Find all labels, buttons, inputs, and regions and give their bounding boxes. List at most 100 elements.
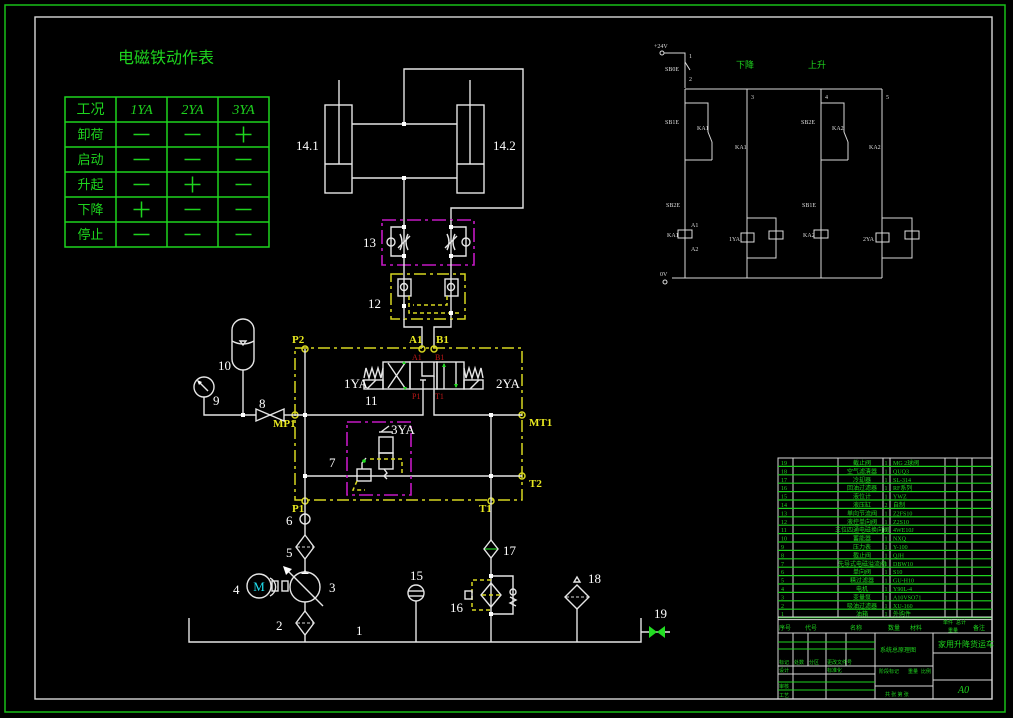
label-15: 15 — [410, 568, 423, 583]
ports: P2 A1 B1 MP1 MT1 T2 P1 T1 — [273, 334, 552, 515]
parts-spec: 4WE10J — [893, 528, 914, 534]
port-mp1: MP1 — [273, 418, 296, 430]
directional-valve-11: 1YA 2YA 11 A1 B1 P1 T1 — [344, 353, 520, 408]
relay-coil-ka1: KA1 — [667, 233, 679, 239]
valve-port-p1: P1 — [412, 392, 420, 401]
parts-spec: Z2FS10 — [893, 511, 912, 517]
level-gauge-15: 15 — [407, 568, 425, 642]
wire-number: 2 — [689, 77, 692, 83]
electrical-circuit: +24V SB0E 下降 上升 SB1E KA1 SB2E KA1 A1 A2 … — [654, 44, 920, 285]
table-header-cell: 1YA — [130, 103, 153, 118]
parts-name: 冷却器 — [853, 476, 871, 484]
parts-spec: Y90L-4 — [893, 587, 912, 593]
parts-no: 13 — [781, 511, 787, 517]
relay-contact-ka1: KA1 — [697, 126, 709, 132]
label-4: 4 — [233, 582, 240, 597]
air-filter-18: 18 — [564, 571, 601, 642]
supply-negative: 0V — [660, 272, 668, 278]
header-qty: 数量 — [888, 624, 900, 632]
parts-no: 14 — [781, 503, 787, 509]
tb-sheet-info: 共 张 第 张 — [885, 691, 909, 698]
parts-qty: 1 — [885, 579, 888, 585]
parts-name: 吸油过滤器 — [847, 602, 877, 610]
label-16: 16 — [450, 600, 464, 615]
project-title: 家用升降货运车 — [938, 639, 994, 649]
label-10: 10 — [218, 358, 231, 373]
valve-port-b1: B1 — [435, 353, 444, 362]
wire-number: 4 — [825, 95, 828, 101]
tb-stage-mark: 阶段标记 — [879, 668, 899, 675]
table-row: 卸荷 — [77, 126, 252, 143]
solenoid-2ya: 2YA — [496, 376, 520, 391]
relay-contact-ka1-b: KA1 — [735, 145, 747, 151]
tb-standard: 标准化 — [827, 667, 842, 674]
label-7: 7 — [329, 455, 336, 470]
parts-qty: 1 — [885, 570, 888, 576]
title-block: 序号 代号 名称 数量 材料 单件 总计 重量 备注 系统总原理图 家用升降货运… — [777, 616, 994, 700]
outer-border — [4, 4, 1006, 713]
port-a1: A1 — [409, 334, 422, 346]
port-b1: B1 — [436, 334, 449, 346]
motor-symbol: M — [253, 579, 265, 594]
parts-name: 先导式电磁溢流阀 — [838, 560, 886, 568]
header-down: 下降 — [736, 59, 754, 70]
solenoid-1ya: 1YA — [344, 376, 368, 391]
header-no: 序号 — [779, 624, 791, 632]
parts-spec: RF系列 — [893, 484, 912, 492]
parts-no: 1 — [781, 612, 784, 618]
tb-change-doc: 更改文件号 — [827, 659, 852, 666]
shutoff-valve-8: 8 — [232, 396, 295, 423]
sheet-size: A0 — [957, 685, 969, 696]
parts-no: 11 — [781, 528, 787, 534]
manifold-piping — [295, 349, 522, 501]
condition-cell: 卸荷 — [77, 127, 103, 142]
manifold-block — [294, 347, 523, 501]
parts-no: 9 — [781, 545, 784, 551]
wire-number: 1 — [689, 54, 692, 60]
state-on — [235, 126, 252, 143]
condition-cell: 下降 — [77, 202, 103, 217]
parts-name: 蓄能器 — [853, 535, 871, 543]
parts-name: 油箱 — [856, 610, 868, 618]
parts-name: 压力表 — [853, 543, 871, 551]
table-row: 启动 — [77, 152, 252, 167]
parts-qty: 1 — [885, 528, 888, 534]
table-header-cell: 2YA — [181, 103, 204, 118]
interlock-switch-1: SB2E — [666, 203, 680, 209]
parts-qty: 2 — [885, 503, 888, 509]
pump-line: 6 5 3 2 — [276, 501, 336, 642]
port-mt1: MT1 — [529, 417, 552, 429]
parts-qty: 1 — [885, 478, 888, 484]
valve-port-t1: T1 — [435, 392, 444, 401]
parts-qty: 1 — [885, 486, 888, 492]
parts-spec: NXQ — [893, 537, 907, 543]
tb-zone: 分区 — [809, 659, 819, 666]
parts-no: 10 — [781, 537, 787, 543]
drawing-title: 系统总原理图 — [880, 646, 916, 654]
state-on — [133, 201, 150, 218]
port-p2: P2 — [292, 334, 305, 346]
relay-coil-ka2: KA2 — [803, 233, 815, 239]
accumulator-10: 10 — [218, 318, 255, 415]
parts-name: 电机 — [856, 585, 868, 593]
parts-no: 3 — [781, 595, 784, 601]
parts-name: 单向阀 — [853, 568, 871, 576]
parts-no: 15 — [781, 495, 787, 501]
label-1: 1 — [356, 623, 363, 638]
label-13: 13 — [363, 235, 376, 250]
parts-spec: Y-100 — [893, 545, 908, 551]
label-6: 6 — [286, 513, 293, 528]
pilot-check-valve-12: 12 — [368, 273, 466, 348]
return-filter-16: 16 — [450, 574, 518, 616]
stop-switch: SB0E — [665, 67, 679, 73]
